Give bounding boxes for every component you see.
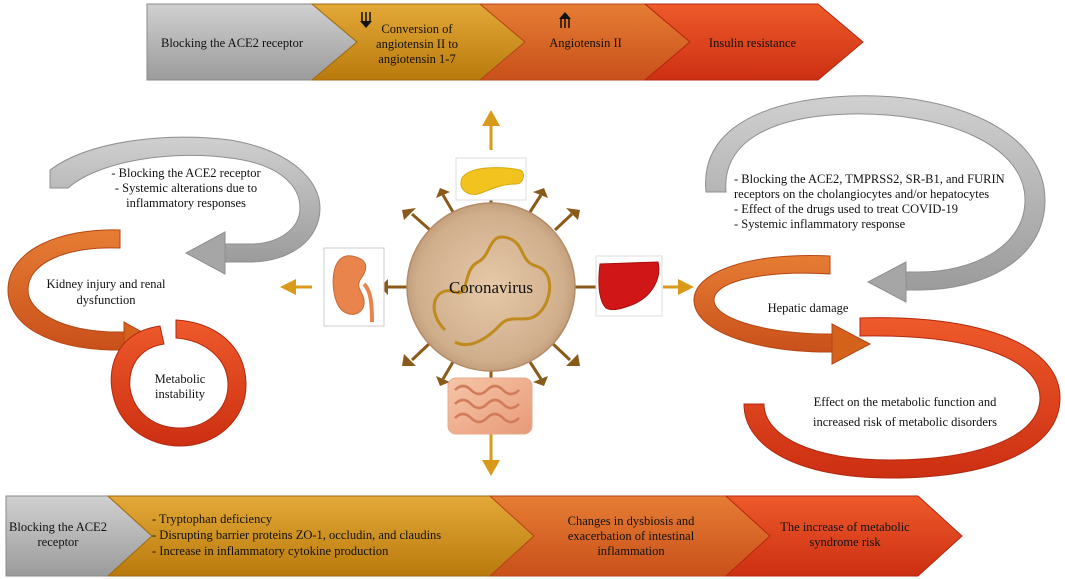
bottom-chain-bullets: - Tryptophan deficiency - Disrupting bar… — [152, 511, 492, 559]
pancreas-icon — [455, 157, 527, 201]
liver-bullet-3: - Systemic inflammatory response — [734, 217, 906, 231]
center-label: Coronavirus — [448, 278, 534, 297]
hepatic-damage-label: Hepatic damage — [767, 301, 849, 315]
virus-rna — [432, 235, 552, 347]
liver-bullet-2: - Effect of the drugs used to treat COVI… — [734, 202, 959, 216]
arrow-left — [280, 279, 312, 295]
top-chain — [146, 3, 864, 81]
arrow-right — [663, 279, 694, 295]
liver-bullets: - Blocking the ACE2, TMPRSS2, SR-B1, and… — [734, 172, 1034, 232]
down-arrow-icon — [360, 12, 372, 28]
metabolic-effect-label: Effect on the metabolic function and inc… — [813, 395, 997, 429]
bottom-chain — [5, 495, 963, 577]
bottom-chain-text-3: Changes in dysbiosis and exacerbation of… — [567, 513, 695, 558]
bottom-bullet-1: - Tryptophan deficiency — [152, 512, 273, 526]
bottom-bullet-2: - Disrupting barrier proteins ZO-1, occl… — [152, 528, 442, 542]
center-arrows — [280, 110, 694, 476]
bottom-chevron-4 — [724, 495, 963, 577]
kidney-gray-arrowhead — [184, 231, 226, 275]
top-chain-text-1: Blocking the ACE2 receptor — [161, 35, 303, 50]
liver-bullet-1: - Blocking the ACE2, TMPRSS2, SR-B1, and… — [734, 172, 1005, 201]
metabolic-instability-label: Metabolic instability — [154, 372, 206, 401]
liver-gray-arrowhead — [866, 261, 907, 303]
kidney-injury-label: Kidney injury and renal dysfunction — [46, 277, 166, 307]
liver-cycle — [693, 95, 1061, 479]
virus-body — [406, 202, 576, 372]
kidney-bullets: - Blocking the ACE2 receptor - Systemic … — [88, 166, 284, 211]
bottom-bullet-3: - Increase in inflammatory cytokine prod… — [152, 544, 389, 558]
kidney-cycle — [7, 136, 321, 447]
kidney-bullet-1: - Blocking the ACE2 receptor — [111, 166, 261, 180]
arrow-up — [482, 110, 500, 150]
top-chevron-4 — [643, 3, 864, 81]
intestine-icon — [447, 377, 533, 435]
liver-orange-arrowhead — [831, 323, 872, 365]
arrow-down — [482, 432, 500, 476]
bottom-chain-text-4: The increase of metabolic syndrome risk — [780, 520, 910, 549]
liver-icon — [595, 255, 663, 317]
up-arrow-icon — [559, 12, 571, 28]
kidney-icon — [323, 247, 385, 327]
kidney-red-ring — [110, 319, 247, 447]
liver-gray-loop — [705, 95, 1046, 291]
top-chain-text-3: Angiotensin II — [549, 35, 622, 50]
liver-red-ring — [743, 317, 1061, 479]
top-chain-text-4: Insulin resistance — [708, 35, 797, 50]
kidney-gray-loop — [49, 136, 321, 263]
top-chain-text-2: Conversion of angiotensin II to angioten… — [376, 21, 458, 66]
kidney-bullet-2: - Systemic alterations due to inflammato… — [114, 181, 258, 210]
bottom-chain-text-1: Blocking the ACE2 receptor — [9, 520, 107, 549]
